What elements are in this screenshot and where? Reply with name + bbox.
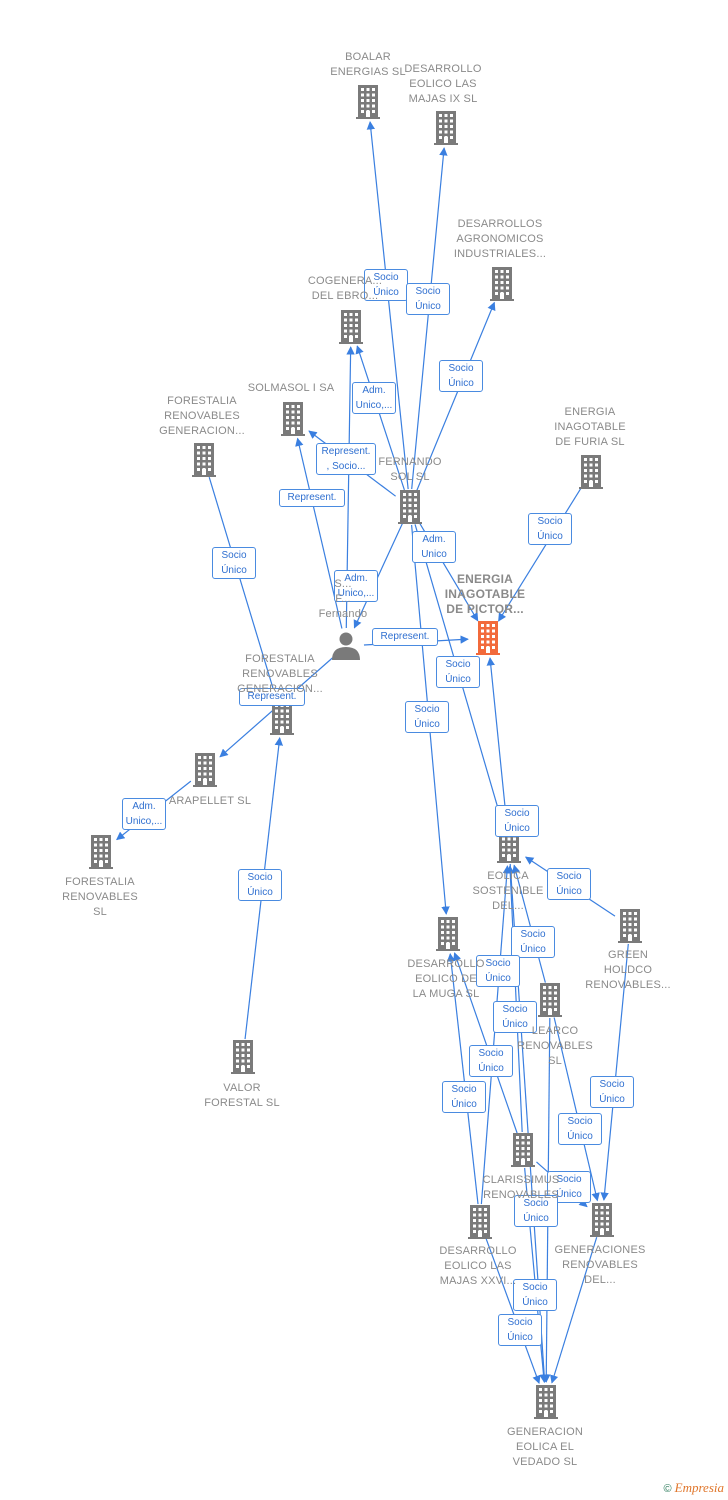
- building-icon[interactable]: [590, 1203, 614, 1237]
- edge-label-clarissimus-vedado[interactable]: Socio Único: [498, 1314, 542, 1346]
- copyright-symbol: ©: [663, 1483, 672, 1495]
- building-icon[interactable]: [398, 490, 422, 524]
- node-label-agron[interactable]: DESARROLLOS AGRONOMICOS INDUSTRIALES...: [453, 218, 547, 260]
- node-label-green[interactable]: GREEN HOLDCO RENOVABLES...: [585, 949, 671, 991]
- node-label-fernsol[interactable]: FERNANDO SOL SL: [378, 456, 442, 483]
- node-label-muga[interactable]: DESARROLLO EOLICO DE LA MUGA SL: [407, 958, 485, 1000]
- node-label-person[interactable]: S... F... Fernando: [318, 578, 368, 620]
- node-label-forgen2[interactable]: FORESTALIA RENOVABLES GENERACION...: [237, 653, 323, 695]
- node-label-arapellet[interactable]: ARAPELLET SL: [168, 795, 252, 807]
- node-label-cogen[interactable]: COGENERA... DEL EBRO...: [307, 275, 383, 302]
- node-label-pictor[interactable]: ENERGIA INAGOTABLE DE PICTOR...: [444, 572, 526, 616]
- building-icon[interactable]: [618, 909, 642, 943]
- building-icon[interactable]: [231, 1040, 255, 1074]
- edge-majas26-vedado: [485, 1238, 541, 1385]
- edge-label-learco-vedado[interactable]: Socio Único: [514, 1195, 558, 1227]
- edge-furia-pictor: [498, 486, 583, 622]
- node-label-vedado[interactable]: GENERACION EOLICA EL VEDADO SL: [507, 1426, 583, 1468]
- building-icon[interactable]: [193, 753, 217, 787]
- node-label-eolsost[interactable]: EOLICA SOSTENIBLE DEL...: [472, 870, 544, 912]
- edge-label-fernsol-boalar[interactable]: Socio Único: [364, 269, 408, 301]
- edge-label-furia-pictor[interactable]: Socio Único: [528, 513, 572, 545]
- edge-label-fernsol-person[interactable]: Adm. Unico,...: [334, 570, 378, 602]
- edge-eolsost-pictor: [486, 657, 508, 829]
- edge-clarissimus-muga: [453, 952, 518, 1134]
- edge-label-majas26-eolsost[interactable]: Socio Único: [476, 955, 520, 987]
- node-label-forren[interactable]: FORESTALIA RENOVABLES SL: [62, 876, 138, 918]
- edge-majas26-eolsost: [480, 865, 512, 1205]
- edge-label-clarissimus-muga[interactable]: Socio Único: [469, 1045, 513, 1077]
- building-icon[interactable]: [476, 621, 500, 655]
- building-icon[interactable]: [339, 310, 363, 344]
- edge-fernsol-majas9: [411, 147, 448, 490]
- person-icon[interactable]: [332, 632, 360, 661]
- edge-learco-eolsost: [512, 864, 546, 983]
- edge-fernsol-agron: [416, 301, 496, 491]
- edge-label-eolsost-pictor[interactable]: Socio Único: [495, 805, 539, 837]
- edge-learco-genren: [553, 1017, 600, 1202]
- building-icon[interactable]: [270, 701, 294, 735]
- edge-label-fernsol-muga[interactable]: Socio Único: [405, 701, 449, 733]
- edge-label-fernsol-pictor[interactable]: Adm. Unico: [412, 531, 456, 563]
- edge-label-clarissimus-eolsost[interactable]: Socio Único: [493, 1001, 537, 1033]
- edge-label-valor-forgen2[interactable]: Socio Único: [238, 869, 282, 901]
- edge-label-learco-eolsost[interactable]: Socio Único: [511, 926, 555, 958]
- node-label-genren[interactable]: GENERACIONES RENOVABLES DEL...: [554, 1244, 646, 1286]
- edge-label-person-arapellet[interactable]: Represent.: [239, 688, 305, 706]
- building-icon[interactable]: [436, 917, 460, 951]
- building-icon[interactable]: [468, 1205, 492, 1239]
- node-label-majas9[interactable]: DESARROLLO EOLICO LAS MAJAS IX SL: [404, 63, 482, 105]
- edge-label-majas26-muga[interactable]: Socio Único: [442, 1081, 486, 1113]
- building-icon[interactable]: [490, 267, 514, 301]
- brand-logo[interactable]: Empresia: [674, 1480, 724, 1495]
- edge-label-fernsol-agron[interactable]: Socio Único: [439, 360, 483, 392]
- edge-label-person-pictor[interactable]: Represent.: [372, 628, 438, 646]
- edge-label-arapellet-forren[interactable]: Adm. Unico,...: [122, 798, 166, 830]
- building-icon[interactable]: [89, 835, 113, 869]
- edge-label-fernsol-cogen[interactable]: Adm. Unico,...: [352, 382, 396, 414]
- building-icon[interactable]: [434, 111, 458, 145]
- building-icon[interactable]: [192, 443, 216, 477]
- edge-forgen-forgen2: [208, 477, 279, 700]
- node-label-valor[interactable]: VALOR FORESTAL SL: [204, 1082, 280, 1109]
- edge-genren-vedado: [550, 1237, 598, 1384]
- building-icon[interactable]: [534, 1385, 558, 1419]
- edge-fernsol-person: [353, 523, 404, 629]
- building-icon[interactable]: [538, 983, 562, 1017]
- building-icon[interactable]: [356, 85, 380, 119]
- node-label-boalar[interactable]: BOALAR ENERGIAS SL: [330, 51, 406, 78]
- edge-label-learco-genren[interactable]: Socio Único: [558, 1113, 602, 1145]
- node-label-clarissimus[interactable]: CLARISSIMUS RENOVABLES: [482, 1174, 560, 1201]
- node-label-forgen[interactable]: FORESTALIA RENOVABLES GENERACION...: [159, 395, 245, 437]
- edge-label-fernsol-majas9[interactable]: Socio Único: [406, 283, 450, 315]
- edge-majas26-muga: [446, 953, 479, 1205]
- edge-label-green-eolsost[interactable]: Socio Único: [547, 868, 591, 900]
- copyright-notice: © Empresia: [663, 1480, 724, 1496]
- edge-clarissimus-eolsost: [506, 865, 523, 1133]
- edge-label-green-genren[interactable]: Socio Único: [590, 1076, 634, 1108]
- edge-fernsol-boalar: [366, 121, 409, 490]
- edge-fernsol-cogen: [355, 345, 405, 491]
- node-label-learco[interactable]: LEARCO RENOVABLES SL: [517, 1025, 593, 1067]
- edge-label-forgen-forgen2[interactable]: Socio Único: [212, 547, 256, 579]
- node-label-furia[interactable]: ENERGIA INAGOTABLE DE FURIA SL: [554, 406, 626, 448]
- edge-label-person-solmasol[interactable]: Represent.: [279, 489, 345, 507]
- edge-green-genren: [600, 943, 629, 1201]
- edge-label-fernsol-solmasol[interactable]: Represent. , Socio...: [316, 443, 376, 475]
- node-label-solmasol[interactable]: SOLMASOL I SA: [247, 382, 335, 394]
- building-icon[interactable]: [511, 1133, 535, 1167]
- edge-label-fernsol-eolsost[interactable]: Socio Único: [436, 656, 480, 688]
- edge-label-majas26-vedado[interactable]: Socio Único: [513, 1279, 557, 1311]
- node-label-majas26[interactable]: DESARROLLO EOLICO LAS MAJAS XXVI...: [439, 1245, 517, 1287]
- building-icon[interactable]: [579, 455, 603, 489]
- building-icon[interactable]: [281, 402, 305, 436]
